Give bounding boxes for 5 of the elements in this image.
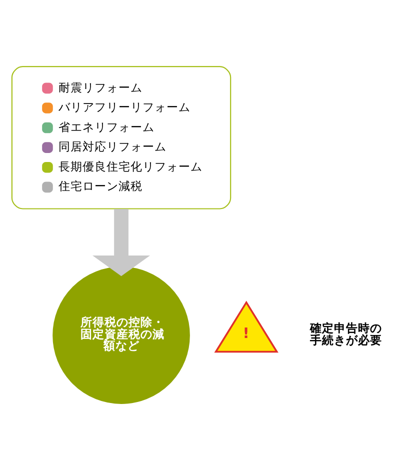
- arrow: [92, 208, 150, 276]
- label: !: [242, 325, 250, 342]
- node-box: 耐震リフォーム バリアフリーリフォーム 省エネリフォーム 同居対応リフォーム 長期優良住宅化リフォーム 住宅ローン減税: [11, 66, 232, 209]
- node-circle: 所得税の控除・固定資産税の減額など: [52, 266, 190, 404]
- label: 確定申告時の手続きが必要: [310, 320, 382, 346]
